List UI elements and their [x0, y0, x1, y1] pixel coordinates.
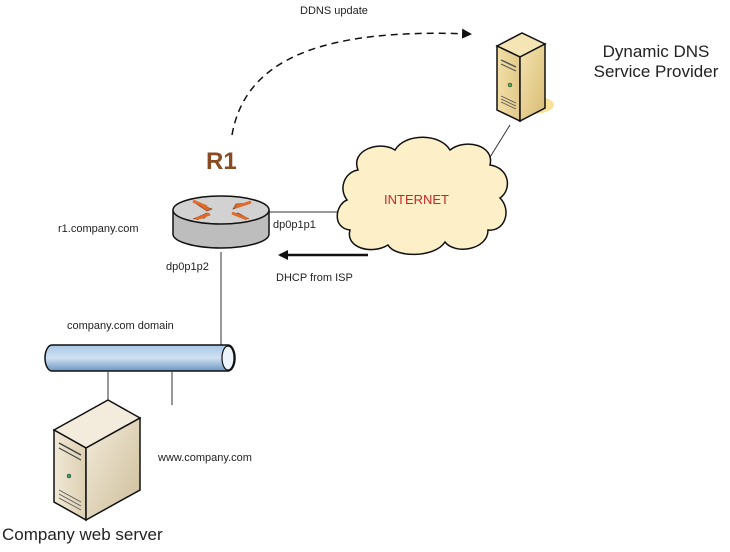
lan-interface-label: dp0p1p2 — [166, 261, 209, 273]
ddns-provider-label-line2: Service Provider — [593, 62, 719, 81]
router-icon — [172, 195, 270, 249]
internet-label: INTERNET — [384, 192, 449, 207]
router-name: R1 — [206, 148, 237, 175]
wan-interface-label: dp0p1p1 — [273, 219, 316, 231]
ddns-update-label: DDNS update — [300, 5, 368, 17]
router-hostname: r1.company.com — [58, 223, 139, 235]
ddns-provider-label-line1: Dynamic DNS — [602, 42, 710, 61]
ddns-server-icon — [495, 32, 554, 123]
web-server-hostname: www.company.com — [158, 452, 252, 464]
web-server-icon — [52, 399, 142, 522]
lan-bus — [44, 344, 236, 372]
web-server-label: Company web server — [2, 525, 163, 544]
ddns-update-arrow — [231, 28, 472, 136]
internet-cloud — [336, 136, 509, 256]
ddns-provider-label: Dynamic DNS Service Provider — [586, 42, 726, 82]
lan-domain-label: company.com domain — [67, 320, 174, 332]
provider-link — [486, 124, 511, 163]
dhcp-label: DHCP from ISP — [276, 272, 353, 284]
